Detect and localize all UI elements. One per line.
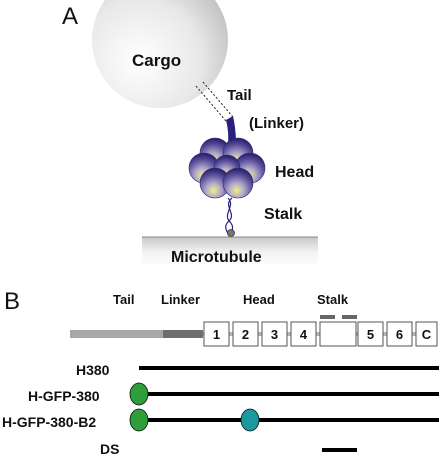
construct-line-h380 [139, 366, 439, 370]
segment-label: 3 [271, 327, 278, 342]
segment-box [415, 321, 438, 347]
segment-box [290, 321, 317, 347]
segment-box [386, 321, 413, 347]
construct-label-h-gfp-380-b2: H-GFP-380-B2 [2, 414, 96, 430]
panel-b-letter: B [4, 288, 20, 315]
segment-label: C [422, 327, 432, 342]
microtubule-bar [142, 237, 318, 267]
gfp-marker [129, 382, 149, 406]
bfp-marker [240, 408, 260, 432]
domain-label-stalk: Stalk [317, 292, 349, 307]
domain-label-head: Head [243, 292, 275, 307]
stalk-tick-2 [342, 315, 357, 319]
segment-label: 1 [213, 327, 220, 342]
segment-label: 6 [396, 327, 403, 342]
construct-ds: DS [100, 441, 357, 457]
segment-box [261, 321, 288, 347]
linker-segment [226, 116, 236, 144]
construct-label-h380: H380 [76, 362, 110, 378]
segment-label: 5 [367, 327, 374, 342]
gfp-marker [129, 408, 149, 432]
construct-h-gfp-380-b2: H-GFP-380-B2 [2, 408, 439, 432]
stalk-tip [227, 229, 235, 237]
construct-label-h-gfp-380: H-GFP-380 [28, 388, 100, 404]
linker-label: (Linker) [249, 115, 304, 132]
construct-line-h-gfp-380-b2 [139, 418, 439, 422]
cargo-label: Cargo [132, 51, 181, 70]
segment-box [232, 321, 259, 347]
stalk-label: Stalk [264, 206, 302, 223]
construct-line-ds [322, 448, 357, 452]
construct-label-ds: DS [100, 441, 119, 457]
linker-bar [163, 330, 203, 338]
construct-h-gfp-380: H-GFP-380 [28, 382, 439, 406]
microtubule-label: Microtubule [171, 249, 262, 266]
construct-line-h-gfp-380 [139, 392, 439, 396]
aaa-segments: 1 2 3 4 5 6 C [203, 321, 438, 347]
head-label: Head [275, 164, 314, 181]
motor-head-ring [188, 137, 266, 199]
domain-label-tail: Tail [113, 292, 134, 307]
domain-label-linker: Linker [161, 292, 200, 307]
stalk-tick-1 [320, 315, 335, 319]
tail-bar [70, 330, 163, 338]
segment-label: 4 [300, 327, 308, 342]
segment-label: 2 [242, 327, 249, 342]
domain-bar: 1 2 3 4 5 6 C [70, 315, 438, 347]
segment-box [357, 321, 384, 347]
construct-h380: H380 [76, 362, 439, 378]
tail-label: Tail [227, 87, 252, 104]
cargo-sphere [92, 0, 228, 108]
stalk-box [319, 321, 357, 347]
panel-a-letter: A [62, 3, 78, 30]
segment-box [203, 321, 230, 347]
